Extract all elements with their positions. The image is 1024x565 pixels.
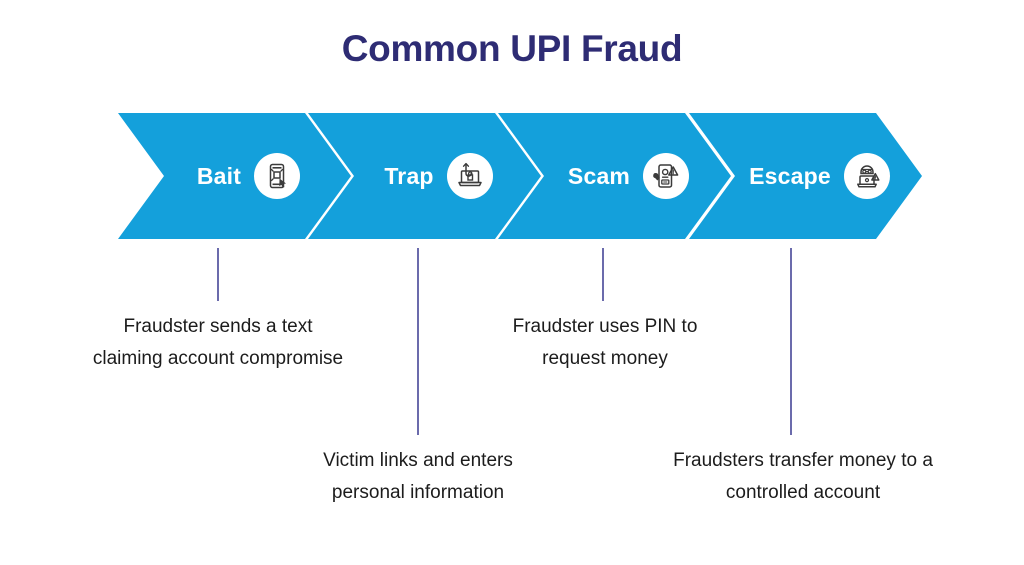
connector-line-bait	[217, 248, 219, 301]
connector-line-trap	[417, 248, 419, 435]
process-chevron-band: Bait Trap	[0, 113, 1024, 239]
connector-line-scam	[602, 248, 604, 301]
phone-warning-money-icon	[643, 153, 689, 199]
phone-click-icon	[254, 153, 300, 199]
stage-description-trap: Victim links and enters personal informa…	[323, 450, 513, 503]
stage-label-escape: Escape	[749, 162, 831, 189]
stage-chevron-scam[interactable]: Scam	[498, 113, 731, 239]
stage-description-escape: Fraudsters transfer money to a controlle…	[673, 450, 933, 503]
stage-label-bait: Bait	[196, 162, 242, 189]
stage-description-scam: Fraudster uses PIN to request money	[512, 316, 698, 369]
hacker-laptop-icon	[844, 153, 890, 199]
page-title: Common UPI Fraud	[341, 28, 683, 69]
connector-line-escape	[790, 248, 792, 435]
stage-label-scam: Scam	[567, 162, 631, 189]
stage-description-bait: Fraudster sends a text claiming account …	[92, 316, 344, 369]
stage-label-trap: Trap	[384, 162, 434, 189]
stage-chevron-bait[interactable]: Bait	[118, 113, 351, 239]
laptop-phishing-hook-icon	[447, 153, 493, 199]
